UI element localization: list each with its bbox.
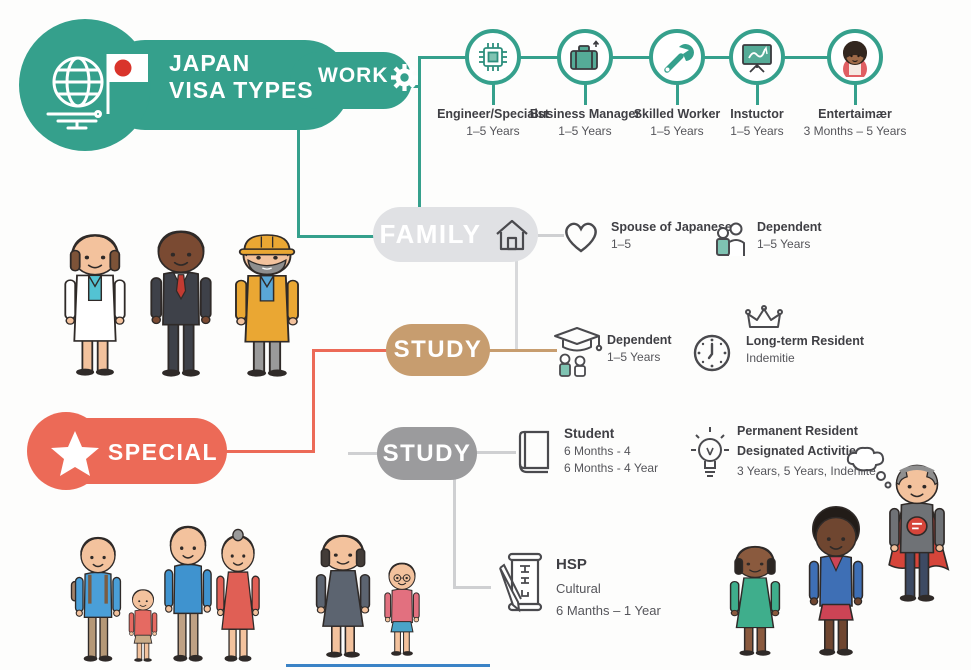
person-construction-worker [235, 234, 299, 377]
connector-study2-right [476, 451, 516, 454]
study-family-pill[interactable]: STUDY [386, 324, 490, 376]
work-item-duration: 3 Months – 5 Years [803, 124, 907, 138]
book-icon [515, 430, 551, 476]
family-branch-pill[interactable]: FAMILY [373, 207, 538, 262]
special-branch-pill[interactable]: SPECIAL [108, 432, 218, 472]
study-family-item-dependent: Dependent 1–5 Years [607, 333, 672, 364]
japan-flag-icon [104, 52, 150, 116]
work-circle-stub [491, 84, 495, 105]
connector-special-to-study1 [312, 349, 387, 352]
work-circle-1[interactable] [465, 29, 521, 85]
person-toddler [128, 589, 158, 662]
work-item-duration: 1–5 Years [650, 124, 704, 138]
person-elder-with-glasses [384, 562, 420, 656]
family-item-dependent: Dependent 1–5 Years [757, 220, 822, 251]
person-businessman [150, 230, 212, 377]
star-icon [49, 429, 101, 479]
work-circle-stub [675, 84, 679, 105]
bottom-accent-line [286, 664, 490, 667]
work-item-label: Entertaimær 3 Months – 5 Years [790, 107, 920, 138]
connector-family-right [538, 234, 564, 237]
work-circle-5[interactable] [827, 29, 883, 85]
work-circle-stub [853, 84, 857, 105]
connector-hsp-stub [453, 586, 491, 589]
work-item-name: Skilled Worker [633, 107, 721, 121]
work-item-label: Engineer/Speciaist 1–5 Years [428, 107, 558, 138]
work-item-duration: 1–5 Years [466, 124, 520, 138]
house-icon [493, 217, 531, 253]
work-item-duration: 1–5 Years [730, 124, 784, 138]
dependents-icon [712, 221, 750, 257]
work-item-name: Engineer/Speciaist [437, 107, 549, 121]
special-branch-label: SPECIAL [107, 438, 219, 465]
work-circle-stub [755, 84, 759, 105]
briefcase-icon [567, 40, 603, 74]
person-father [164, 525, 212, 662]
study-special-label: STUDY [382, 439, 472, 467]
work-item-duration: 1–5 Years [558, 124, 612, 138]
study-family-item-longterm: Long-term Resident Indemitie [746, 334, 865, 365]
study-special-item-permanent: Permanent Resident Designated Activities… [737, 424, 876, 478]
clock-icon [692, 333, 732, 373]
connector-study2-down [453, 479, 456, 589]
scroll-pen-icon [488, 550, 548, 616]
header-blob-extension [290, 52, 412, 109]
connector-special-up [312, 349, 315, 453]
work-item-name: Business Manager [529, 107, 641, 121]
work-item-name: Instuctor [730, 107, 784, 121]
study-special-item-hsp: HSP Cultural 6 Manths – 1 Year [556, 556, 661, 618]
study-special-pill[interactable]: STUDY [377, 427, 477, 480]
connector-work-row [418, 56, 858, 59]
family-branch-label: FAMILY [379, 219, 482, 249]
chip-icon [476, 40, 510, 74]
connector-special-right [220, 450, 315, 453]
presentation-board-icon [739, 40, 775, 74]
person-boy-with-backpack [70, 536, 122, 662]
person-superhero-grandpa [888, 464, 950, 602]
connector-family-down [515, 261, 518, 352]
person-woman-blue-blazer [808, 506, 864, 656]
connector-work-vertical [418, 56, 421, 209]
heart-icon [561, 218, 601, 256]
gear-icon [388, 61, 421, 94]
graduation-dependents-icon [551, 323, 603, 377]
work-circle-3[interactable] [649, 29, 705, 85]
lightbulb-icon [690, 426, 730, 486]
connector-work-to-family [297, 235, 377, 238]
work-item-label: Instuctor 1–5 Years [692, 107, 822, 138]
person-woman-green-dress [729, 545, 781, 656]
crown-icon [744, 305, 784, 331]
study-special-item-student: Student 6 Months - 4 6 Months - 4 Year [564, 426, 659, 475]
work-item-label: Business Manager 1–5 Years [520, 107, 650, 138]
work-items-row: Engineer/Speciaist 1–5 Years Business Man… [0, 0, 971, 160]
work-branch-label[interactable]: WORK [318, 64, 389, 87]
entertainer-icon [835, 37, 875, 77]
work-circle-2[interactable] [557, 29, 613, 85]
person-woman-dark-dress [315, 534, 371, 658]
work-circle-stub [583, 84, 587, 105]
person-grandmother [216, 528, 260, 662]
connector-study2-left [348, 452, 378, 455]
title-line2: VISA TYPES [169, 77, 314, 103]
family-item-spouse: Spouse of Japanese 1–5 [611, 220, 732, 251]
work-circle-4[interactable] [729, 29, 785, 85]
page-title: JAPAN VISA TYPES [169, 50, 314, 104]
globe-icon [38, 52, 118, 132]
thought-bubble-icon [843, 446, 895, 494]
person-doctor [64, 234, 126, 376]
title-line1: JAPAN [169, 50, 251, 76]
wrench-icon [659, 39, 695, 75]
study-family-label: STUDY [393, 336, 483, 363]
work-item-label: Skilled Worker 1–5 Years [612, 107, 742, 138]
connector-study1-right [489, 349, 557, 352]
connector-work-down [297, 126, 300, 238]
work-item-name: Entertaimær [818, 107, 892, 121]
